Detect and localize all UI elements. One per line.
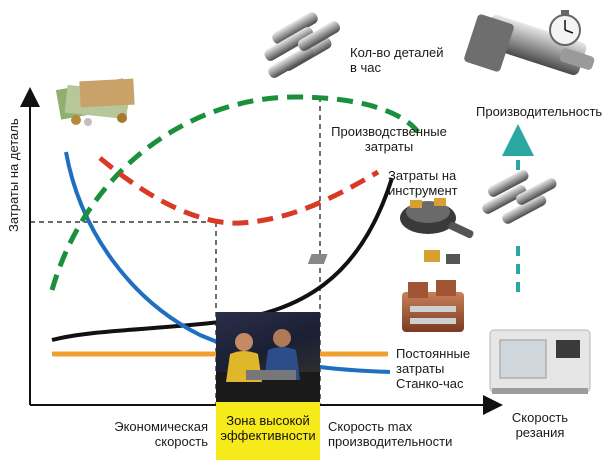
- economic-speed-label-2: скорость: [154, 434, 208, 449]
- parts-per-hour-label-1: Кол-во деталей: [350, 45, 444, 60]
- tool-costs-label: Затраты на инструмент: [388, 168, 458, 198]
- inserts-icon: [307, 250, 460, 264]
- parts-per-hour-label: Кол-во деталей в час: [350, 45, 444, 75]
- max-speed-label-2: производительности: [328, 434, 453, 449]
- production-costs-label: Производственные затраты: [326, 124, 452, 154]
- fixed-costs-label-1: Постоянные: [396, 346, 471, 361]
- fixed-costs-label-2: затраты: [396, 361, 445, 376]
- milling-tool-icon: [400, 198, 474, 239]
- production-costs-label-1: Производственные: [331, 124, 447, 139]
- production-costs-curve: [98, 156, 380, 226]
- machine-hour-label: Станко-час: [396, 376, 464, 391]
- x-axis-label: Скорость резания: [500, 410, 580, 440]
- economic-speed-label: Экономическая скорость: [100, 419, 208, 449]
- high-efficiency-zone: Зона высокой эффективности: [216, 402, 320, 460]
- machine-spindle-icon: [464, 14, 595, 76]
- tool-costs-label-1: Затраты на: [388, 168, 457, 183]
- zone-label-1: Зона высокой: [226, 413, 310, 428]
- production-costs-label-2: затраты: [364, 139, 414, 154]
- parts-icon-right: [482, 170, 557, 224]
- machine-hour-curve: [64, 151, 391, 374]
- x-axis-label-1: Скорость: [511, 410, 569, 425]
- fixture-icon: [402, 280, 464, 332]
- workers-photo: [216, 312, 320, 402]
- x-axis-label-2: резания: [515, 425, 565, 440]
- parts-icon: [264, 12, 341, 78]
- cnc-machine-icon: [489, 329, 591, 394]
- parts-per-hour-curve: [49, 94, 420, 291]
- money-icon: [55, 78, 135, 126]
- tool-costs-label-2: инструмент: [388, 183, 458, 198]
- productivity-label: Производительность: [476, 104, 603, 119]
- max-speed-label: Скорость max производительности: [328, 419, 452, 449]
- y-axis-label: Затраты на деталь: [6, 118, 21, 232]
- zone-label-2: эффективности: [220, 428, 316, 443]
- parts-per-hour-label-2: в час: [350, 60, 382, 75]
- max-speed-label-1: Скорость max: [328, 419, 413, 434]
- stopwatch-icon: [549, 10, 581, 46]
- fixed-costs-label: Постоянные затраты Станко-час: [396, 346, 470, 391]
- economic-speed-label-1: Экономическая: [114, 419, 208, 434]
